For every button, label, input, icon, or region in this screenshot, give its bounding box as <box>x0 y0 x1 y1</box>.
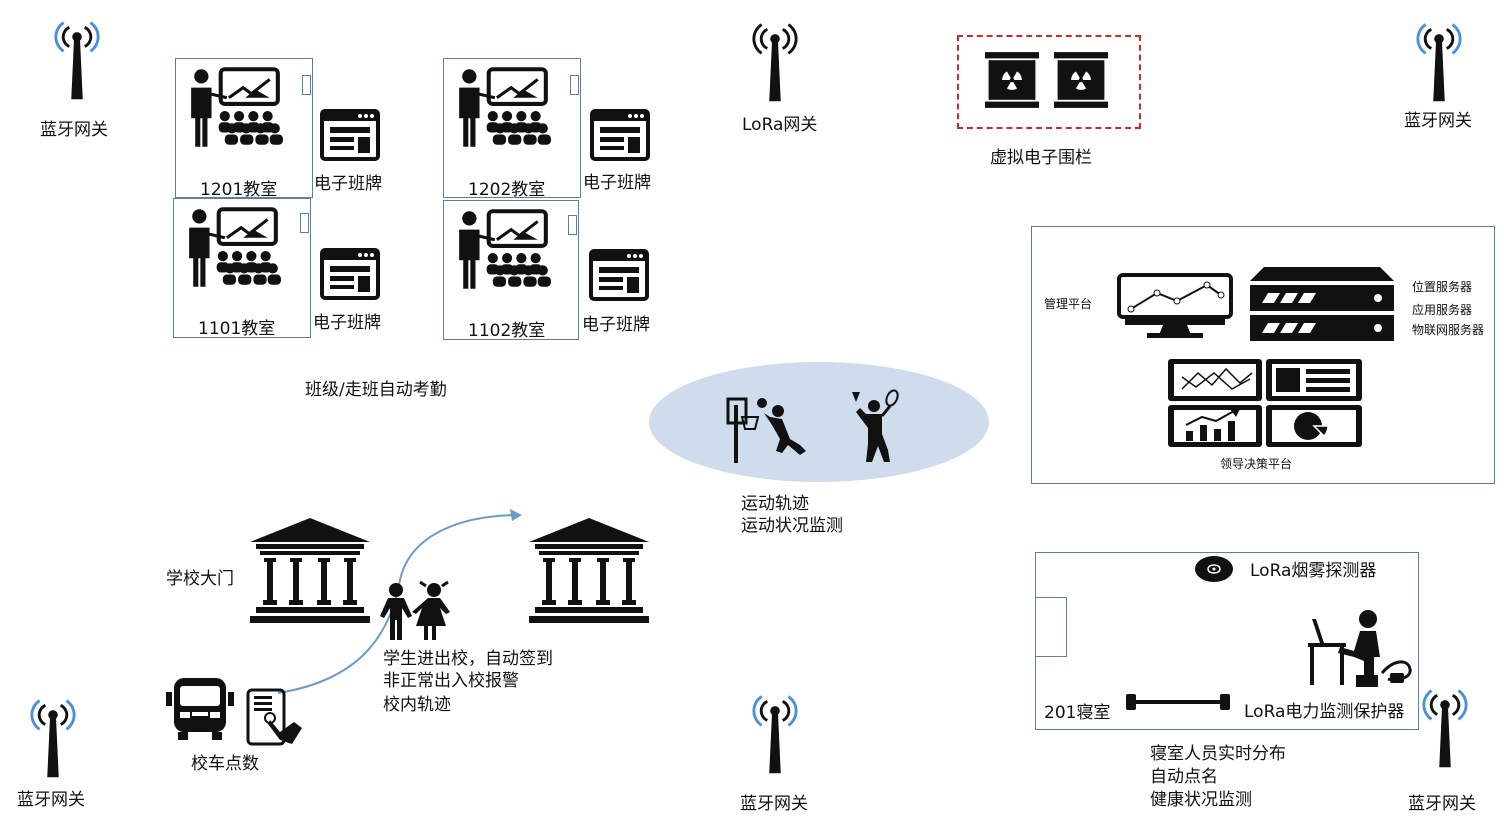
dorm-caption-line: 寝室人员实时分布 <box>1150 744 1286 764</box>
board-label: 电子班牌 <box>313 313 381 333</box>
bus-label: 校车点数 <box>191 754 259 774</box>
dorm-caption-line: 自动点名 <box>1150 767 1218 787</box>
teacher-classroom-icon <box>452 209 554 291</box>
person-at-desk-icon <box>1308 610 1412 687</box>
gateway-label: 蓝牙网关 <box>1408 794 1476 814</box>
power-protector-label: LoRa电力监测保护器 <box>1244 702 1405 722</box>
management-platform-label: 管理平台 <box>1044 297 1093 311</box>
server-label: 物联网服务器 <box>1412 323 1485 337</box>
door-icon <box>568 215 577 235</box>
gate-caption-line: 非正常出入校报警 <box>383 671 519 691</box>
board-label: 电子班牌 <box>314 174 382 194</box>
tablet-touch-icon <box>246 688 302 746</box>
sports-caption-line: 运动轨迹 <box>741 494 809 514</box>
hazard-barrel-icon <box>985 49 1039 111</box>
room-label: 201寝室 <box>1044 703 1111 723</box>
teacher-classroom-icon <box>184 67 286 149</box>
smoke-detector-label: LoRa烟雾探测器 <box>1250 561 1377 581</box>
electronic-board-icon <box>590 109 650 161</box>
electronic-board-icon <box>320 248 380 300</box>
attendance-caption: 班级/走班自动考勤 <box>305 380 447 400</box>
bluetooth-gateway-icon <box>752 688 798 776</box>
school-bus-icon <box>166 678 234 740</box>
sports-field <box>649 362 989 482</box>
electronic-board-icon <box>589 249 649 301</box>
door-icon <box>570 75 579 95</box>
classroom-name: 1102教室 <box>468 321 546 341</box>
classroom-1101 <box>173 198 311 338</box>
board-label: 电子班牌 <box>583 173 651 193</box>
teacher-classroom-icon <box>452 67 554 149</box>
gateway-label: 蓝牙网关 <box>740 794 808 814</box>
bluetooth-gateway-icon <box>30 692 76 780</box>
bluetooth-gateway-icon <box>1416 16 1462 104</box>
decision-platform-label: 领导决策平台 <box>1220 457 1293 471</box>
badminton-player-icon <box>852 389 899 462</box>
power-cable-icon <box>1126 694 1230 710</box>
bluetooth-gateway-icon <box>54 14 100 102</box>
gate-caption-line: 校内轨迹 <box>383 695 451 715</box>
gate-caption-line: 学生进出校，自动签到 <box>383 649 553 669</box>
school-building-icon <box>528 518 650 624</box>
dorm-caption-line: 健康状况监测 <box>1150 790 1252 810</box>
monitor-chart-icon <box>1117 273 1233 338</box>
teacher-classroom-icon <box>182 207 284 289</box>
classroom-1201 <box>175 58 313 198</box>
server-label: 位置服务器 <box>1412 280 1473 294</box>
virtual-fence <box>957 35 1141 129</box>
students-icon <box>380 580 450 640</box>
lora-gateway-icon <box>752 16 798 104</box>
classroom-name: 1201教室 <box>200 180 278 200</box>
door-icon <box>1035 597 1067 657</box>
classroom-name: 1101教室 <box>198 319 276 339</box>
electronic-board-icon <box>320 109 380 161</box>
board-label: 电子班牌 <box>582 315 650 335</box>
school-gate-label: 学校大门 <box>166 569 234 589</box>
classroom-1202 <box>443 58 581 198</box>
platform-panel: 管理平台 位置服务器 应用服务器 物联网服务器 <box>1031 226 1495 484</box>
smoke-detector-icon <box>1195 556 1233 582</box>
dorm-room: LoRa烟雾探测器 201寝室 LoRa电力监测保护器 <box>1035 552 1419 730</box>
entry-path-arrow <box>277 509 522 694</box>
classroom-name: 1202教室 <box>468 180 546 200</box>
door-icon <box>300 213 309 233</box>
gateway-label: 蓝牙网关 <box>40 120 108 140</box>
dashboard-icon <box>1168 359 1362 447</box>
server-label: 应用服务器 <box>1412 303 1473 317</box>
server-rack-icon <box>1250 267 1394 341</box>
basketball-player-icon <box>726 397 806 463</box>
classroom-1102 <box>443 200 579 340</box>
gateway-label: 蓝牙网关 <box>17 790 85 810</box>
fence-label: 虚拟电子围栏 <box>990 148 1092 168</box>
gateway-label: 蓝牙网关 <box>1404 111 1472 131</box>
gateway-label: LoRa网关 <box>742 115 818 135</box>
sports-caption-line: 运动状况监测 <box>741 516 843 536</box>
hazard-barrel-icon <box>1054 49 1108 111</box>
door-icon <box>302 75 311 95</box>
bluetooth-gateway-icon <box>1422 682 1468 770</box>
